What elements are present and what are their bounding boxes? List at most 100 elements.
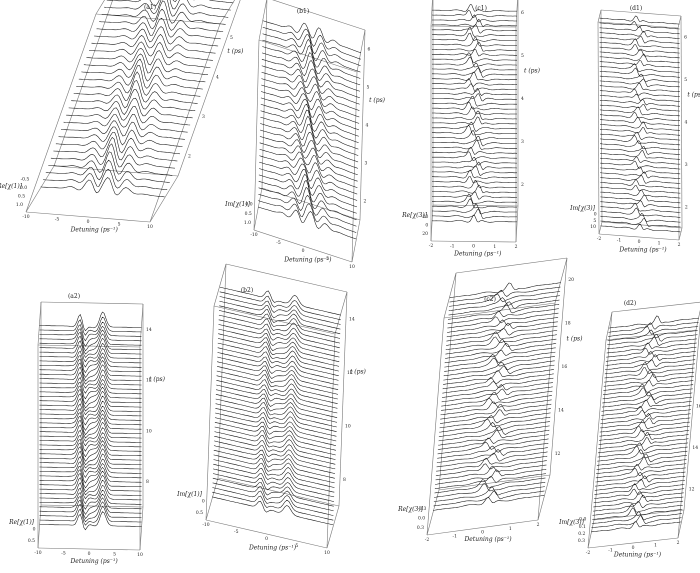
t-tick-label: 3 xyxy=(365,161,368,167)
spectrum-trace xyxy=(262,72,360,104)
spectrum-trace xyxy=(437,443,548,458)
bounding-box-edge xyxy=(606,312,612,340)
x-tick-label: -5 xyxy=(55,217,60,223)
bounding-box-edge xyxy=(679,228,682,240)
spectrum-trace xyxy=(445,348,556,363)
bounding-box-edge xyxy=(214,306,335,334)
x-tick-label: 10 xyxy=(147,224,153,230)
x-tick-label: -2 xyxy=(586,550,591,556)
spectrum-trace xyxy=(218,352,339,380)
bounding-box-edge xyxy=(696,302,700,330)
z-tick-label: 0 xyxy=(202,499,205,505)
spectrum-trace xyxy=(56,132,180,153)
x-tick-label: 10 xyxy=(137,552,143,558)
spectrum-trace xyxy=(600,31,680,38)
spectrum-trace xyxy=(214,436,335,464)
spectrum-trace xyxy=(432,107,517,115)
z-tick-label: 0 xyxy=(594,212,597,218)
spectrum-trace xyxy=(438,430,549,445)
spectrum-trace xyxy=(432,42,517,51)
spectrum-trace xyxy=(432,53,517,63)
bounding-box-edge xyxy=(431,241,516,242)
z-axis-label: Re[χ(1)] xyxy=(8,519,35,526)
spectrum-trace xyxy=(600,127,680,135)
bounding-box-edge xyxy=(214,264,226,306)
spectrum-trace xyxy=(213,469,334,497)
spectrum-trace xyxy=(600,64,680,73)
bounding-box-edge xyxy=(54,0,124,166)
spectrum-trace xyxy=(432,37,517,46)
spectrum-trace xyxy=(79,66,203,90)
bounding-box-edge xyxy=(681,16,682,228)
spectrum-trace xyxy=(445,339,556,354)
spectrum-trace xyxy=(432,162,517,170)
spectrum-trace xyxy=(435,474,546,489)
spectrum-trace xyxy=(595,476,685,486)
spectrum-trace xyxy=(260,136,358,168)
spectrum-trace xyxy=(46,160,170,182)
z-axis-label: Im[χ(1)] xyxy=(176,491,203,498)
spectrum-trace xyxy=(40,433,142,452)
t-tick-label: 5 xyxy=(684,77,687,83)
bounding-box-edge xyxy=(678,16,681,28)
z-tick-label: 0 xyxy=(425,222,428,228)
spectrum-trace xyxy=(437,448,548,463)
bounding-box-edge xyxy=(601,10,602,222)
x-tick-label: 0 xyxy=(87,219,90,225)
z-tick-label: 20 xyxy=(422,231,428,237)
x-tick-label: 0 xyxy=(638,239,641,245)
t-tick-label: 10 xyxy=(345,423,351,429)
bounding-box-edge xyxy=(262,188,360,220)
t-tick-label: 4 xyxy=(685,120,688,126)
x-axis-label: Detuning (ps⁻¹) xyxy=(70,227,119,234)
spectrum-trace xyxy=(435,469,546,484)
spectrum-trace xyxy=(258,194,356,226)
spectrum-trace xyxy=(432,57,517,67)
spectrum-trace xyxy=(607,343,697,353)
spectrum-trace xyxy=(434,482,545,497)
spectrum-trace xyxy=(218,343,339,371)
panel-label: (a1) xyxy=(144,4,156,11)
spectrum-trace xyxy=(260,143,358,175)
x-tick-label: -5 xyxy=(276,240,281,246)
z-tick-label: 1.0 xyxy=(16,202,23,208)
t-tick-label: 14 xyxy=(692,445,698,451)
panel-label: (d2) xyxy=(624,300,636,307)
spectrum-trace xyxy=(40,498,142,519)
spectrum-trace xyxy=(597,457,687,469)
spectrum-trace xyxy=(213,464,334,492)
t-tick-label: 8 xyxy=(146,479,149,485)
bounding-box-edge xyxy=(220,0,248,24)
spectrum-trace xyxy=(600,89,680,97)
panel-label: (b2) xyxy=(241,287,253,294)
panel-label: (d1) xyxy=(630,5,642,12)
t-tick-label: 4 xyxy=(216,75,219,81)
x-tick-label: -5 xyxy=(234,529,239,535)
spectrum-trace xyxy=(40,317,142,335)
spectrum-trace xyxy=(600,195,680,203)
spectrum-trace xyxy=(440,404,551,419)
spectrum-trace xyxy=(438,435,549,450)
spectrum-trace xyxy=(432,27,517,36)
spectrum-trace xyxy=(449,291,560,306)
t-tick-label: 16 xyxy=(562,364,568,370)
t-axis-label: t (ps) xyxy=(524,68,541,75)
spectrum-trace xyxy=(605,367,695,378)
spectrum-trace xyxy=(600,112,680,121)
x-tick-label: -2 xyxy=(429,243,434,249)
spectrum-trace xyxy=(601,410,691,420)
spectrum-trace xyxy=(432,72,517,80)
spectrum-trace xyxy=(600,36,680,43)
t-tick-label: 12 xyxy=(689,487,695,493)
t-tick-label: 14 xyxy=(349,316,355,322)
spectrum-trace xyxy=(446,330,557,345)
spectrum-trace xyxy=(74,81,198,104)
x-tick-label: 0 xyxy=(265,536,268,542)
spectrum-trace xyxy=(448,304,559,319)
spectrum-trace xyxy=(64,114,188,132)
bounding-box-edge xyxy=(433,205,518,206)
z-tick-label: -0.5 xyxy=(21,177,30,183)
